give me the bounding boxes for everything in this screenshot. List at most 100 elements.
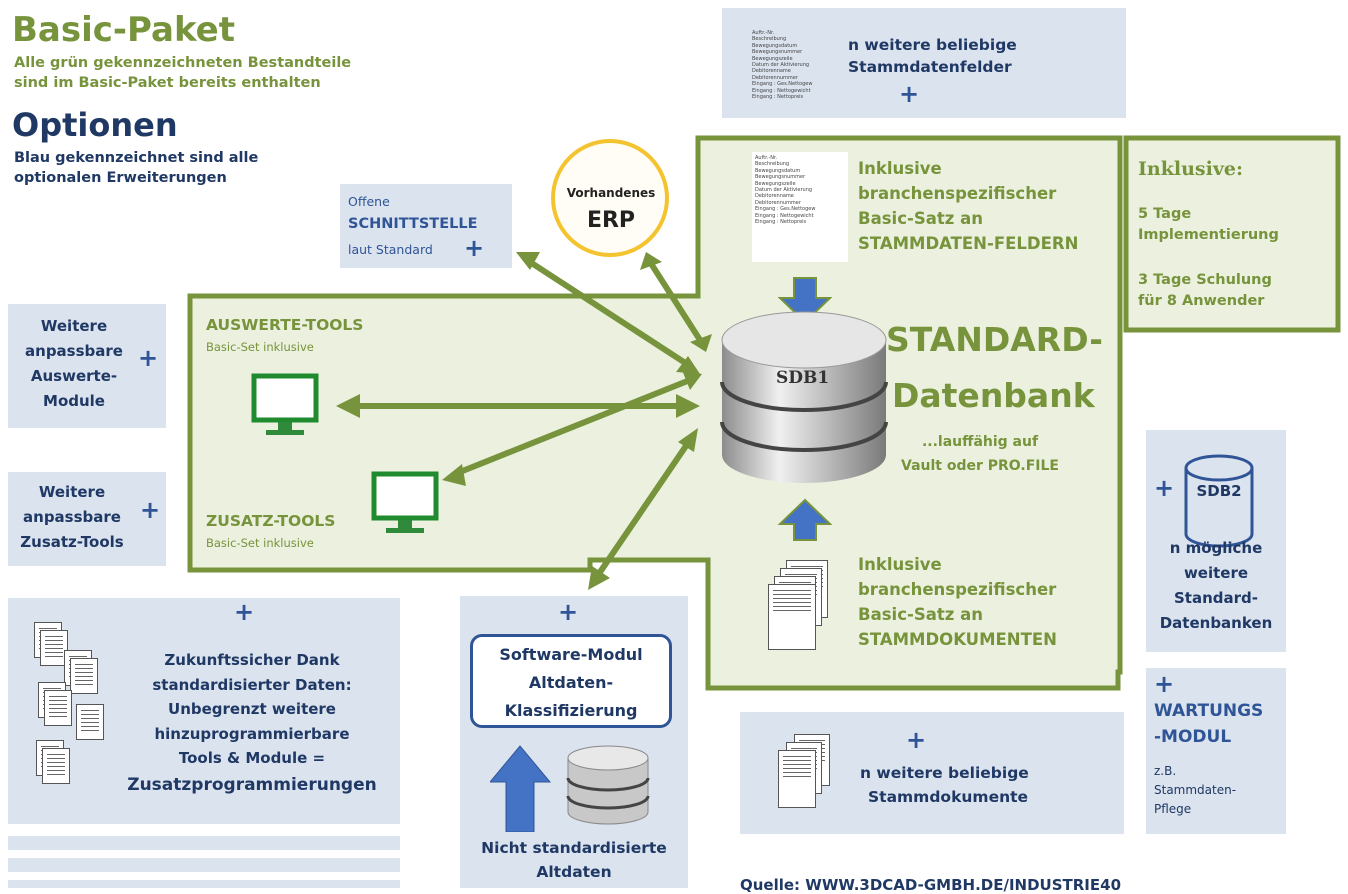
zk-bold-line: Zusatzprogrammierungen [127, 774, 377, 795]
altdaten-footer-line-1: Nicht standardisierte [481, 839, 667, 857]
wartung-sub-1: z.B. [1154, 764, 1177, 778]
arrow-erp [647, 260, 703, 342]
sm-line-1: Software-Modul [499, 645, 643, 664]
altdaten-database-icon [566, 745, 650, 825]
optionen-description: Blau gekennzeichnet sind alle optionalen… [14, 148, 258, 188]
wartung-sub-2: Stammdaten- [1154, 783, 1237, 797]
arrowhead-erp-end [690, 334, 712, 352]
top-box-line-1: n weitere beliebige [848, 36, 1017, 54]
sdb1-database-icon [720, 311, 888, 483]
ink-line-2: Implementierung [1138, 227, 1279, 243]
sf-line-3: Basic-Satz an [858, 209, 983, 228]
erp-label-large: ERP [586, 208, 636, 233]
erp-circle [551, 139, 669, 257]
zk-line-3: Unbegrenzt weitere [168, 700, 336, 718]
top-box-plus: + [899, 80, 920, 108]
auswerte-module-option-box: Weitere anpassbare Auswerte- Module + [8, 304, 166, 428]
documents-stack-icon [766, 560, 846, 660]
inklusive-title: Inklusive: [1138, 158, 1243, 180]
arrowhead-aus-start [336, 394, 360, 418]
ink-line-4: für 8 Anwender [1138, 293, 1265, 309]
sm-line-2: Altdaten- [528, 673, 614, 692]
schnittstelle-line-1: Offene [348, 194, 390, 209]
zusatzprogrammierung-option-box: + Zukunftssicher Dank standardisierter D… [8, 598, 400, 824]
sf-line-4: STAMMDATEN-FELDERN [858, 234, 1079, 253]
stripe-3 [8, 880, 400, 888]
stammdaten-felder-text: Inklusive branchenspezifischer Basic-Sat… [858, 156, 1078, 256]
altdaten-icons [490, 745, 650, 832]
wartung-title: WARTUNGS -MODUL [1154, 698, 1263, 750]
zt-line-3: Zusatz-Tools [20, 533, 124, 551]
arrowhead-aus-end [676, 394, 700, 418]
zukunft-text: Zukunftssicher Dank standardisierter Dat… [120, 648, 384, 797]
zusatz-monitor-icon [371, 471, 439, 533]
basic-paket-title: Basic-Paket [12, 10, 235, 50]
zusatz-tools-sub: Basic-Set inklusive [206, 536, 314, 550]
sd-line-3: Basic-Satz an [858, 605, 983, 624]
sdb2-line-3: Standard- [1174, 589, 1258, 607]
stripe-1 [8, 836, 400, 850]
zukunft-plus: + [234, 598, 255, 626]
arrowhead-zus-start [442, 464, 466, 486]
altdaten-option-box: + Software-Modul Altdaten- Klassifizieru… [460, 596, 688, 888]
sf-line-2: branchenspezifischer [858, 184, 1057, 203]
wartung-plus: + [1154, 670, 1175, 698]
altdaten-footer-line-2: Altdaten [536, 863, 612, 881]
sdb2-label: SDB2 [1196, 482, 1242, 500]
optionen-line-2: optionalen Erweiterungen [14, 170, 227, 186]
erp-label-small: Vorhandenes [566, 186, 656, 200]
arrowhead-schn-end [676, 356, 700, 374]
stammdok-line-2: Stammdokumente [868, 788, 1029, 806]
am-line-4: Module [43, 392, 105, 410]
auswerte-monitor-icon [251, 373, 319, 435]
basic-package-area [187, 135, 1123, 691]
auswerte-tools-title: AUSWERTE-TOOLS [206, 316, 364, 334]
stammdokumente-option-box: + n weitere beliebige Stammdokumente [740, 712, 1124, 834]
basic-line-1: Alle grün gekennzeichneten Bestandteile [14, 55, 352, 71]
source-credit: Quelle: WWW.3DCAD-GMBH.DE/INDUSTRIE40 [740, 876, 1122, 894]
schnittstelle-line-3: laut Standard [348, 242, 433, 257]
basic-line-2: sind im Basic-Paket bereits enthalten [14, 75, 321, 91]
stammdatenfelder-option-box: Auftr.-Nr. Beschreibung Bewegungsdatum B… [722, 8, 1126, 118]
stammdok-plus: + [906, 726, 927, 754]
wartung-sub-3: Pflege [1154, 802, 1192, 816]
arrow-altdaten [593, 438, 693, 580]
zusatz-tools-option-box: Weitere anpassbare Zusatz-Tools + [8, 472, 166, 566]
stammdokumente-text: Inklusive branchenspezifischer Basic-Sat… [858, 552, 1057, 652]
connector-arrows [350, 259, 703, 580]
sdb2-text: n mögliche weitere Standard- Datenbanken [1146, 536, 1286, 636]
arrowhead-alt-end [678, 428, 698, 452]
sm-line-3: Klassifizierung [504, 701, 638, 720]
inklusive-implementierung: 5 Tage Implementierung [1138, 204, 1279, 246]
up-arrow-altdaten-icon [490, 745, 552, 832]
sdb1-label: SDB1 [776, 368, 830, 388]
am-line-2: anpassbare [25, 342, 123, 360]
inklusive-schulung: 3 Tage Schulung für 8 Anwender [1138, 270, 1272, 312]
standard-title-line-2: Datenbank [892, 376, 1095, 415]
zusatz-tools-plus: + [140, 496, 161, 524]
basic-paket-description: Alle grün gekennzeichneten Bestandteile … [14, 53, 351, 93]
stripe-2 [8, 858, 400, 872]
altdaten-footer: Nicht standardisierte Altdaten [460, 836, 688, 884]
altdaten-plus: + [558, 598, 579, 626]
am-line-1: Weitere [40, 317, 108, 335]
standard-title-line-1: STANDARD- [886, 320, 1103, 359]
arrowhead-alt-start [588, 566, 610, 590]
stammdok-line-1: n weitere beliebige [860, 764, 1029, 782]
am-line-3: Auswerte- [30, 367, 118, 385]
optionen-line-1: Blau gekennzeichnet sind alle [14, 150, 259, 166]
lauffaehig-line-1: ...lauffähig auf [921, 434, 1039, 450]
wartungs-modul-option-box: + WARTUNGS -MODUL z.B. Stammdaten- Pfleg… [1146, 668, 1286, 834]
sdb2-option-box: + SDB2 n mögliche weitere Standard- Date… [1146, 430, 1286, 652]
up-arrow-stammdokumente [777, 498, 833, 541]
sf-line-1: Inklusive [858, 159, 942, 178]
zusatz-tools-text: Weitere anpassbare Zusatz-Tools [10, 480, 134, 555]
wartung-title-2: -MODUL [1154, 727, 1232, 747]
stammdaten-field-list-small: Auftr.-Nr. Beschreibung Bewegungsdatum B… [752, 30, 813, 101]
down-arrow-stammdaten [777, 277, 833, 324]
arrow-zusatz [453, 377, 692, 477]
arrowhead-zus-end [682, 370, 702, 390]
sd-line-1: Inklusive [858, 555, 942, 574]
arrow-heads [336, 252, 712, 590]
